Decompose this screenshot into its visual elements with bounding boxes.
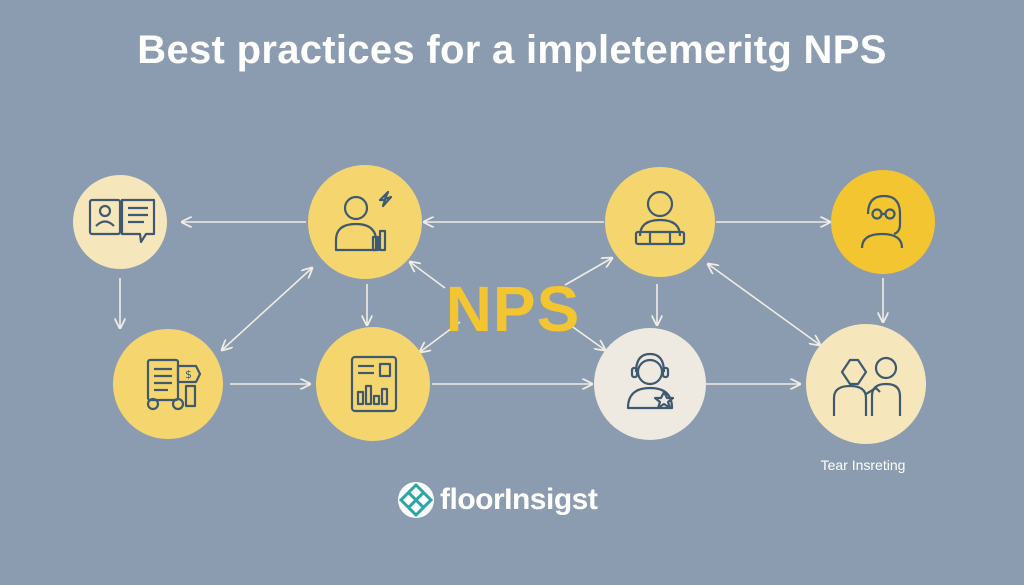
arrow xyxy=(569,324,605,350)
person-desk-icon xyxy=(634,190,686,246)
diamond-logo-icon xyxy=(398,482,434,518)
person-chart-icon xyxy=(334,190,393,252)
page-title: Best practices for a impletemeritg NPS xyxy=(137,28,887,72)
node-checklist-money: $ xyxy=(113,329,223,439)
woman-glasses-icon xyxy=(860,194,904,249)
profile-card-icon xyxy=(88,198,156,244)
node-headset-agent xyxy=(594,328,706,440)
node-report-chart xyxy=(316,327,430,441)
node-person-chart xyxy=(308,165,422,279)
headset-agent-icon xyxy=(626,352,675,410)
node-caption: Tear Insreting xyxy=(820,457,906,473)
node-woman-glasses xyxy=(831,170,935,274)
node-person-desk xyxy=(605,167,715,277)
arrow xyxy=(564,258,612,286)
node-team-handshake xyxy=(806,324,926,444)
node-profile-card xyxy=(73,175,167,269)
team-handshake-icon xyxy=(832,356,902,416)
brand-name: floorInsigst xyxy=(440,483,598,516)
checklist-money-icon: $ xyxy=(146,358,202,411)
center-label: NPS xyxy=(445,273,581,345)
arrow xyxy=(708,264,820,345)
brand-logo: floorInsigst xyxy=(396,480,598,520)
arrow xyxy=(222,268,312,350)
svg-text:$: $ xyxy=(185,368,192,381)
report-chart-icon xyxy=(350,355,398,413)
connector-arrows xyxy=(120,222,883,384)
arrow xyxy=(410,262,446,289)
arrow xyxy=(420,321,461,352)
